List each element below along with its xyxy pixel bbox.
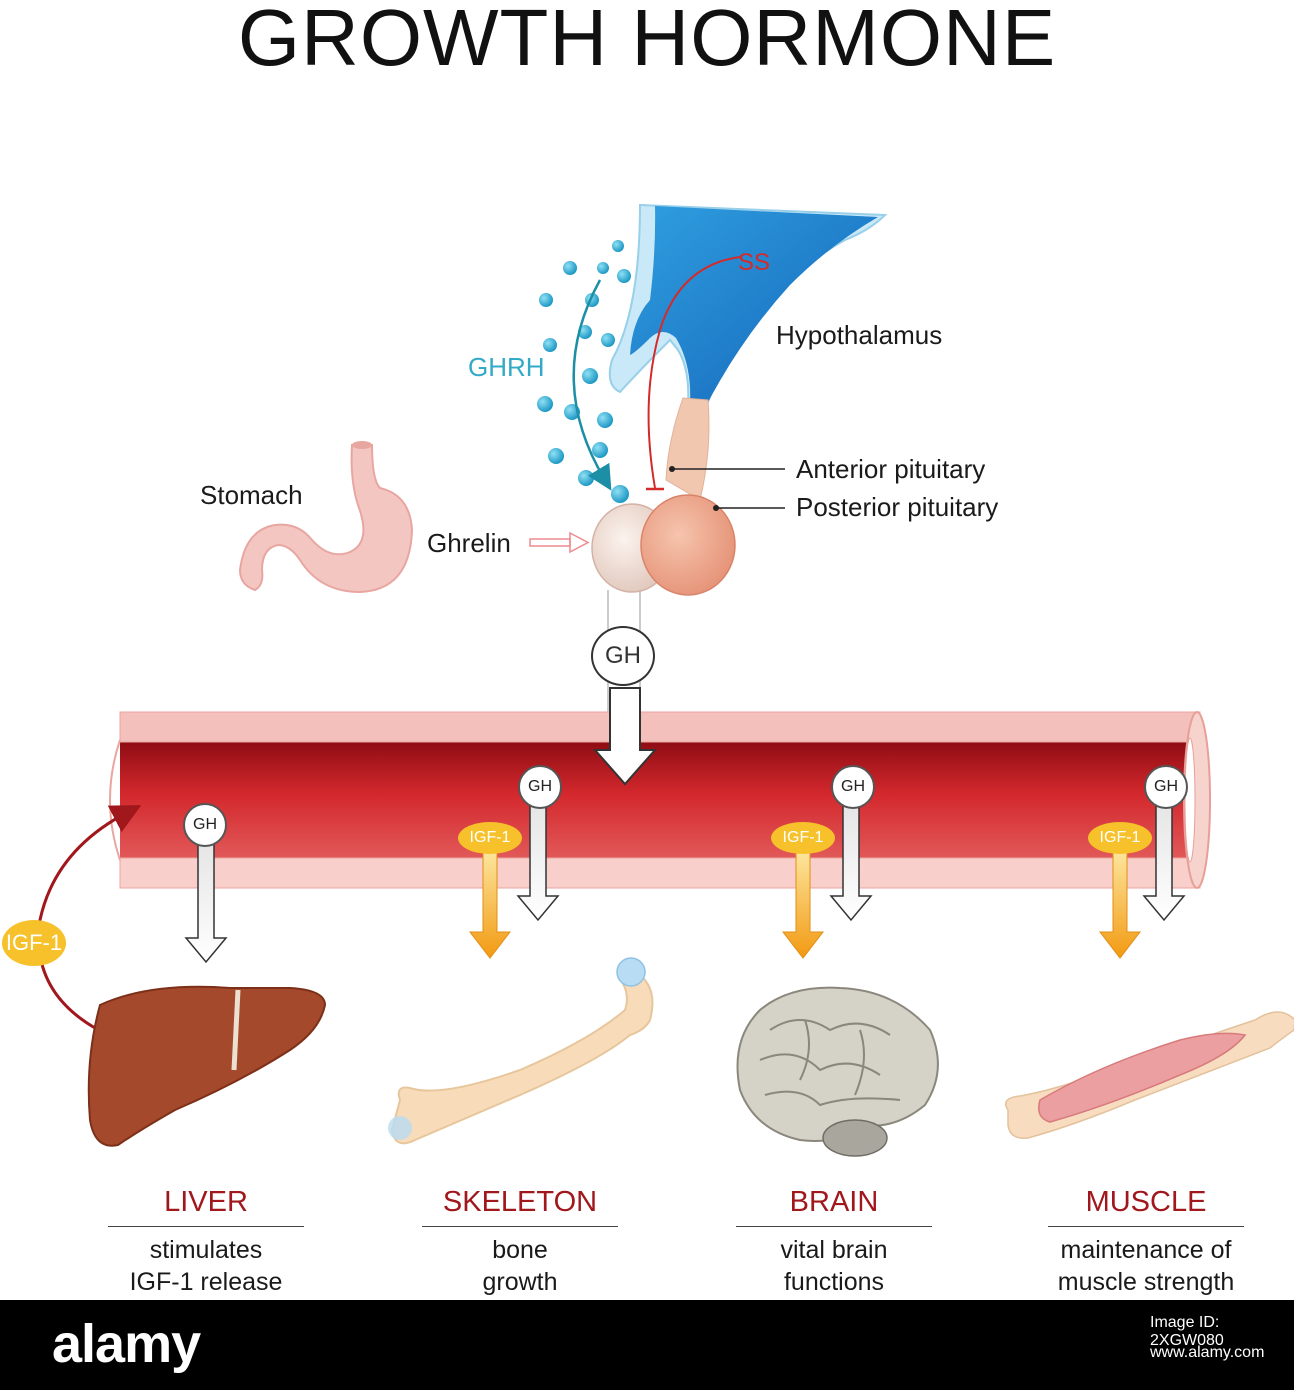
stomach-illustration: [238, 441, 414, 594]
gh-molecule-liver: GH: [183, 803, 227, 847]
igf1-molecule-brain: IGF-1: [771, 822, 835, 854]
liver-illustration: [87, 985, 327, 1147]
organ-rule-muscle: [1048, 1226, 1244, 1227]
gh-arrow-muscle: [1142, 797, 1186, 922]
ghrelin-label: Ghrelin: [427, 528, 511, 558]
anterior-pituitary-label: Anterior pituitary: [796, 454, 986, 484]
bone-illustration: [388, 957, 654, 1145]
gh-molecule-muscle: GH: [1144, 765, 1188, 809]
hypothalamus-label: Hypothalamus: [776, 320, 943, 350]
ghrh-arrow: [572, 279, 612, 491]
site-url: www.alamy.com: [1150, 1344, 1265, 1361]
ghrh-label: GHRH: [468, 352, 545, 382]
gh-entry-arrow: [592, 687, 658, 786]
igf1-molecule-muscle: IGF-1: [1088, 822, 1152, 854]
ss-inhibition-line: [647, 256, 741, 489]
watermark-footer: alamy Image ID: 2XGW080 www.alamy.com: [0, 1300, 1294, 1390]
organ-title-skeleton: SKELETON: [442, 1186, 598, 1218]
diagram-title: GROWTH HORMONE: [237, 0, 1057, 82]
stomach-label: Stomach: [200, 480, 303, 510]
blood-vessel: [109, 711, 1211, 889]
organ-title-liver: LIVER: [164, 1186, 248, 1218]
gh-arrow-brain: [829, 797, 873, 922]
alamy-logo: alamy: [52, 1314, 201, 1374]
image-id: Image ID: 2XGW080: [1150, 1314, 1224, 1349]
ghrelin-arrow: [529, 531, 590, 554]
gh-molecule-main: GH: [591, 626, 655, 686]
organ-rule-liver: [108, 1226, 304, 1227]
igf1-arrow-skeleton: [468, 849, 512, 959]
posterior-pituitary-label: Posterior pituitary: [796, 492, 999, 522]
organ-rule-brain: [736, 1226, 932, 1227]
gh-arrow-liver: [184, 837, 228, 964]
ss-label: SS: [738, 249, 771, 276]
muscle-illustration: [1005, 1011, 1294, 1139]
igf1-arrow-brain: [781, 849, 825, 959]
gh-arrow-skeleton: [516, 797, 560, 922]
igf1-arrow-muscle: [1098, 849, 1142, 959]
igf1-feedback-arrow: [37, 805, 142, 1030]
gh-molecule-skeleton: GH: [518, 765, 562, 809]
organ-title-muscle: MUSCLE: [1085, 1186, 1207, 1218]
pituitary-stalk: [665, 397, 710, 501]
posterior-pituitary-lobe: [640, 494, 736, 596]
igf1-molecule-skeleton: IGF-1: [458, 822, 522, 854]
brain-illustration: [736, 986, 939, 1157]
igf1-molecule-feedback: IGF-1: [2, 920, 66, 966]
organ-title-brain: BRAIN: [789, 1186, 879, 1218]
organ-rule-skeleton: [422, 1226, 618, 1227]
hypothalamus-illustration: [608, 203, 888, 412]
gh-molecule-brain: GH: [831, 765, 875, 809]
ghrh-molecules: [537, 240, 631, 503]
